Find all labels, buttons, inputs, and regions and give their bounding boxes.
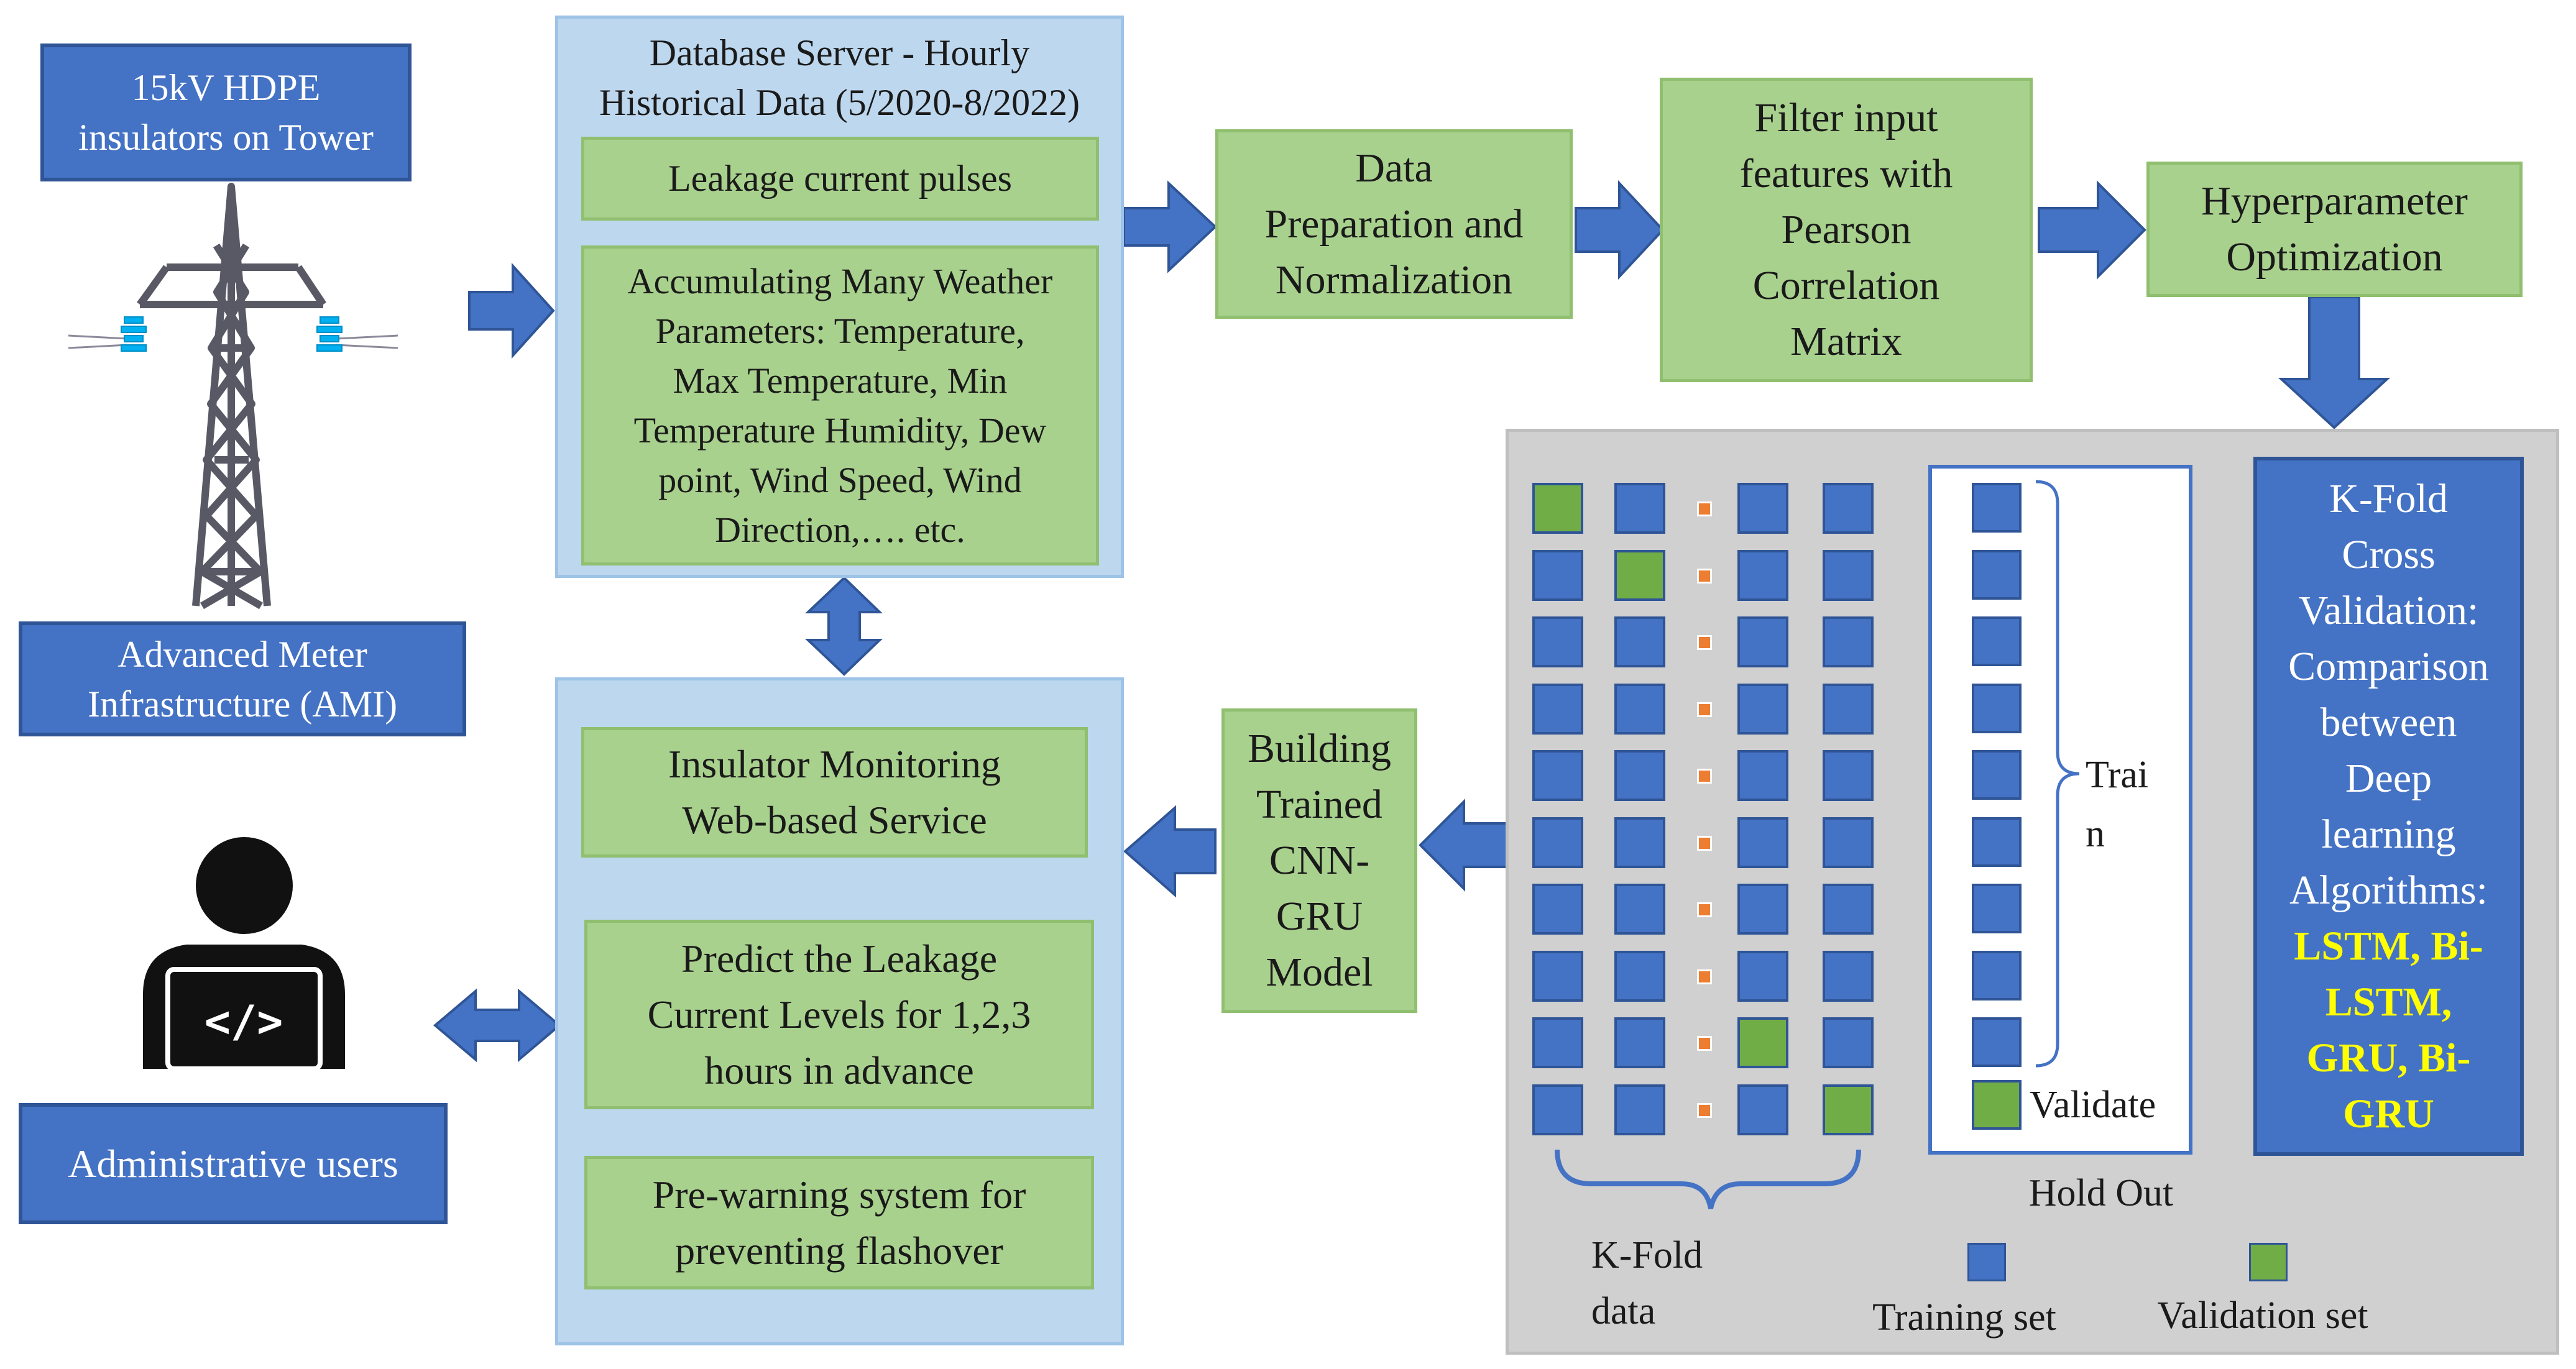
arrow-database-to-prep (1123, 180, 1217, 273)
arrow-filter-to-hyper (2038, 180, 2146, 280)
training-fold-square (1737, 683, 1788, 735)
training-fold-square (1823, 750, 1874, 801)
kfold-comparison-box: K-Fold Cross Validation: Comparison betw… (2253, 457, 2524, 1156)
hold-out-label: Hold Out (2028, 1172, 2174, 1214)
training-fold-square (1737, 750, 1788, 801)
ellipsis-dot (1697, 635, 1712, 650)
training-fold-square (1614, 884, 1665, 935)
ellipsis-dot (1697, 1036, 1712, 1051)
holdout-train-square (1972, 950, 2022, 1000)
ellipsis-dot (1697, 769, 1712, 784)
training-fold-square (1823, 884, 1874, 935)
arrow-tower-to-database (468, 262, 555, 359)
svg-text:</>: </> (205, 996, 283, 1047)
building-model-box: Building Trained CNN- GRU Model (1221, 708, 1417, 1013)
arrow-prep-to-filter (1575, 180, 1665, 280)
holdout-train-square (1972, 683, 2022, 733)
train-brace-label: Trai n (2086, 754, 2149, 855)
arrow-building-to-service (1123, 805, 1217, 898)
training-fold-square (1532, 1017, 1583, 1068)
database-title: Database Server - Hourly Historical Data… (599, 32, 1080, 123)
holdout-train-square (1972, 549, 2022, 600)
monitoring-service-box: Insulator Monitoring Web-based Service (581, 727, 1088, 858)
ellipsis-dot (1697, 1102, 1712, 1118)
training-fold-square (1532, 549, 1583, 601)
kfold-data-label: K-Fold data (1591, 1234, 1703, 1332)
training-fold-square (1614, 750, 1665, 801)
algorithm-list: LSTM, Bi- LSTM, GRU, Bi- GRU (2294, 923, 2483, 1137)
legend-validation-label: Validation set (2157, 1294, 2368, 1337)
training-fold-square (1614, 1084, 1665, 1135)
training-fold-square (1737, 616, 1788, 667)
training-fold-square (1737, 884, 1788, 935)
training-fold-square (1823, 549, 1874, 601)
prediction-box: Predict the Leakage Current Levels for 1… (584, 920, 1094, 1109)
validate-square (1972, 1080, 2022, 1130)
training-fold-square (1737, 1084, 1788, 1135)
training-fold-square (1532, 1084, 1583, 1135)
training-fold-square (1614, 616, 1665, 667)
holdout-train-square (1972, 483, 2022, 533)
training-fold-square (1532, 616, 1583, 667)
validation-fold-square (1737, 1017, 1788, 1068)
weather-parameters-box: Accumulating Many Weather Parameters: Te… (581, 245, 1099, 565)
feature-filter-box: Filter input features with Pearson Corre… (1660, 78, 2033, 382)
training-fold-square (1737, 483, 1788, 534)
training-fold-square (1823, 950, 1874, 1002)
training-fold-square (1737, 817, 1788, 868)
ellipsis-dot (1697, 902, 1712, 917)
hyperparameter-box: Hyperparameter Optimization (2146, 162, 2523, 297)
training-fold-square (1823, 483, 1874, 534)
arrow-grid-to-building (1419, 799, 1509, 892)
training-fold-square (1532, 950, 1583, 1002)
training-fold-square (1614, 683, 1665, 735)
training-fold-square (1532, 683, 1583, 735)
training-fold-square (1532, 817, 1583, 868)
training-fold-square (1614, 817, 1665, 868)
validation-fold-square (1614, 549, 1665, 601)
training-fold-square (1614, 483, 1665, 534)
training-fold-square (1532, 884, 1583, 935)
training-fold-square (1823, 1017, 1874, 1068)
training-fold-square (1823, 817, 1874, 868)
arrow-hyper-to-kfold (2278, 296, 2391, 429)
ellipsis-dot (1697, 969, 1712, 984)
holdout-train-square (1972, 1017, 2022, 1067)
prewarning-box: Pre-warning system for preventing flasho… (584, 1156, 1094, 1289)
data-preparation-box: Data Preparation and Normalization (1215, 129, 1573, 319)
holdout-train-square (1972, 817, 2022, 867)
legend-validation-swatch (2249, 1243, 2288, 1281)
ellipsis-dot (1697, 702, 1712, 717)
tower-label-box: 15kV HDPE insulators on Tower (40, 43, 412, 181)
training-fold-square (1614, 950, 1665, 1002)
ellipsis-dot (1697, 568, 1712, 584)
ami-label-box: Advanced Meter Infrastructure (AMI) (19, 621, 466, 736)
holdout-train-square (1972, 750, 2022, 800)
ellipsis-dot (1697, 501, 1712, 516)
training-fold-square (1737, 549, 1788, 601)
training-fold-square (1823, 683, 1874, 735)
validation-fold-square (1532, 483, 1583, 534)
training-fold-square (1614, 1017, 1665, 1068)
legend-training-label: Training set (1872, 1296, 2056, 1339)
validation-fold-square (1823, 1084, 1874, 1135)
kfold-comparison-text: K-Fold Cross Validation: Comparison betw… (2288, 475, 2489, 913)
arrow-database-service-double (804, 576, 883, 676)
ellipsis-dot (1697, 835, 1712, 851)
admin-users-box: Administrative users (19, 1103, 448, 1224)
validate-label: Validate (2030, 1084, 2156, 1126)
training-fold-square (1737, 950, 1788, 1002)
holdout-train-square (1972, 616, 2022, 666)
legend-training-swatch (1967, 1243, 2006, 1281)
training-fold-square (1532, 750, 1583, 801)
holdout-train-square (1972, 884, 2022, 933)
training-fold-square (1823, 616, 1874, 667)
leakage-current-box: Leakage current pulses (581, 137, 1099, 221)
